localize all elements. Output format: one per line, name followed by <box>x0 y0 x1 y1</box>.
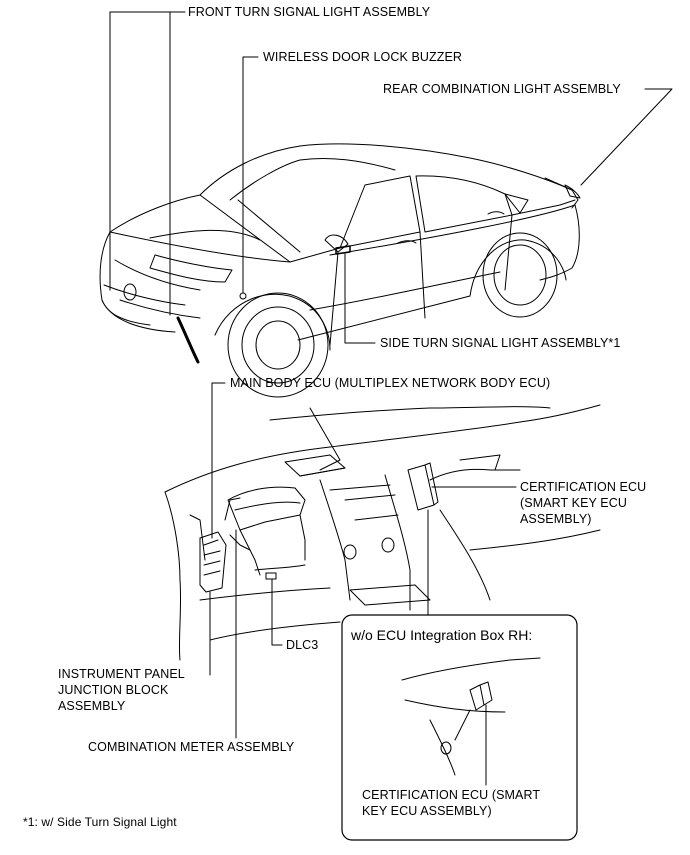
inset-panel <box>341 614 578 841</box>
leader-lines <box>109 11 673 786</box>
dashboard-illustration <box>164 404 601 661</box>
footnote: *1: w/ Side Turn Signal Light <box>23 815 177 829</box>
label-ip-junction-block-2: JUNCTION BLOCK <box>58 683 169 697</box>
label-inset-certification-ecu-1: CERTIFICATION ECU (SMART <box>362 788 541 802</box>
label-main-body-ecu: MAIN BODY ECU (MULTIPLEX NETWORK BODY EC… <box>230 376 551 390</box>
label-certification-ecu-2: (SMART KEY ECU <box>520 496 627 510</box>
label-combination-meter: COMBINATION METER ASSEMBLY <box>88 740 295 754</box>
label-rear-combination-light: REAR COMBINATION LIGHT ASSEMBLY <box>383 82 621 96</box>
label-ip-junction-block-3: ASSEMBLY <box>58 699 126 713</box>
label-certification-ecu-1: CERTIFICATION ECU <box>520 480 647 494</box>
label-side-turn-signal: SIDE TURN SIGNAL LIGHT ASSEMBLY*1 <box>380 336 621 350</box>
label-wireless-door-lock-buzzer: WIRELESS DOOR LOCK BUZZER <box>263 50 463 64</box>
label-dlc3: DLC3 <box>286 638 319 652</box>
label-inset-certification-ecu-2: KEY ECU ASSEMBLY) <box>362 804 492 818</box>
label-certification-ecu-3: ASSEMBLY) <box>520 512 592 526</box>
label-front-turn-signal: FRONT TURN SIGNAL LIGHT ASSEMBLY <box>188 5 431 19</box>
label-ip-junction-block-1: INSTRUMENT PANEL <box>58 667 185 681</box>
inset-title: w/o ECU Integration Box RH: <box>351 627 533 643</box>
car-illustration <box>99 143 581 398</box>
